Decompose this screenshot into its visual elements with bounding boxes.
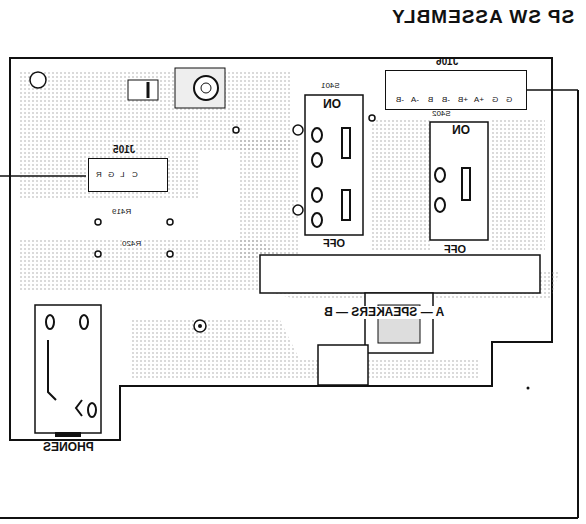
node-text: OFF: [444, 244, 466, 256]
pin-label: R: [96, 171, 102, 179]
pin-label: L: [120, 171, 124, 179]
pin-label: G: [492, 96, 498, 104]
node-text: A — SPEAKERS — B: [322, 306, 446, 319]
node-box: PHONES: [35, 305, 101, 433]
node-box: S402ON OFF: [430, 100, 488, 258]
pin-label: G: [506, 96, 512, 104]
pin-label: G: [108, 171, 114, 179]
pin-label: -A: [411, 96, 419, 104]
node-box: A — SPEAKERS — B: [318, 304, 458, 324]
diagram-title: SP SW ASSEMBLY: [391, 6, 574, 28]
node-text: S402: [432, 110, 451, 118]
node-box: S401ON OFF: [305, 70, 363, 250]
node-box: J106: [385, 70, 527, 110]
pin-label: +B: [458, 96, 468, 104]
pin-label: B: [428, 96, 433, 104]
node-text: PHONES: [43, 441, 94, 454]
node-text: ON: [452, 124, 470, 137]
pin-label: R419: [112, 208, 131, 216]
pin-label: +A: [474, 96, 484, 104]
node-text: ON: [323, 98, 341, 111]
node-text: OFF: [323, 238, 345, 250]
node-text: J105: [113, 145, 135, 156]
pin-label: -B: [442, 96, 450, 104]
pin-label: -B: [396, 96, 404, 104]
pin-label: C: [132, 171, 138, 179]
node-text: J106: [436, 57, 458, 68]
pin-label: R420: [122, 240, 141, 248]
node-text: S401: [321, 82, 340, 90]
